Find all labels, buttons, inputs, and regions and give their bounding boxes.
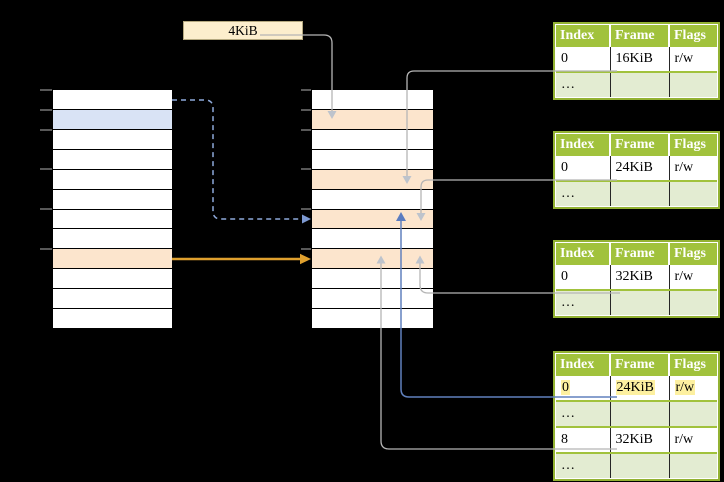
- col-header-frame: Frame: [609, 25, 669, 47]
- col-header-frame: Frame: [609, 243, 669, 265]
- col-header-index: Index: [556, 243, 610, 265]
- cell-flags: r/w: [668, 265, 717, 290]
- memory-row: [312, 129, 433, 150]
- cell-flags: r/w: [668, 47, 717, 72]
- cell-frame: [609, 400, 669, 427]
- cell-index: …: [556, 452, 610, 478]
- frame-row-orange: [312, 249, 433, 270]
- col-header-flags: Flags: [668, 354, 717, 376]
- highlighted-value: r/w: [674, 380, 696, 395]
- cell-index: …: [556, 289, 610, 315]
- memory-row: [312, 229, 433, 250]
- virtual-memory-column: [53, 90, 172, 329]
- table-row: 0 24KiB r/w: [556, 156, 717, 181]
- cell-flags: [668, 289, 717, 315]
- memory-row: [53, 269, 172, 290]
- memory-row: [312, 90, 433, 110]
- table-header-row: Index Frame Flags: [556, 25, 717, 47]
- cell-flags: [668, 71, 717, 97]
- col-header-frame: Frame: [609, 134, 669, 156]
- virtual-page-row-orange: [53, 249, 172, 270]
- cell-frame: 24KiB: [609, 376, 669, 401]
- cell-frame: [609, 180, 669, 206]
- cell-frame: 16KiB: [609, 47, 669, 72]
- col-header-index: Index: [556, 134, 610, 156]
- memory-row: [312, 189, 433, 210]
- cell-frame: [609, 452, 669, 478]
- page-size-label: 4KiB: [183, 21, 303, 40]
- cell-frame: 24KiB: [609, 156, 669, 181]
- memory-row: [53, 90, 172, 110]
- cell-index: 0: [556, 47, 610, 72]
- cell-flags: r/w: [668, 376, 717, 401]
- table-row: 0 16KiB r/w: [556, 47, 717, 72]
- table-header-row: Index Frame Flags: [556, 243, 717, 265]
- memory-row: [53, 189, 172, 210]
- cell-index: …: [556, 180, 610, 206]
- col-header-flags: Flags: [668, 25, 717, 47]
- memory-row: [312, 289, 433, 310]
- page-table-4: Index Frame Flags 0 24KiB r/w … 8: [553, 351, 720, 481]
- cell-index: …: [556, 71, 610, 97]
- cell-flags: r/w: [668, 156, 717, 181]
- col-header-index: Index: [556, 25, 610, 47]
- table-row-ellipsis: …: [556, 180, 717, 206]
- page-table-1: Index Frame Flags 0 16KiB r/w …: [553, 22, 720, 100]
- cell-flags: [668, 400, 717, 427]
- page-table-3: Index Frame Flags 0 32KiB r/w …: [553, 240, 720, 318]
- table-row-ellipsis: …: [556, 71, 717, 97]
- highlighted-value: 24KiB: [615, 380, 655, 395]
- frame-row-orange: [312, 209, 433, 230]
- memory-row: [312, 269, 433, 290]
- cell-index: 0: [556, 265, 610, 290]
- memory-row: [312, 309, 433, 329]
- cell-index: …: [556, 400, 610, 427]
- frame-row-orange: [312, 109, 433, 130]
- connector-virtual-page-dashed: [172, 99, 302, 220]
- frame-row-orange: [312, 169, 433, 190]
- table-header-row: Index Frame Flags: [556, 354, 717, 376]
- cell-frame: [609, 289, 669, 315]
- table-row: 0 32KiB r/w: [556, 265, 717, 290]
- cell-flags: [668, 452, 717, 478]
- memory-row: [53, 209, 172, 230]
- col-header-index: Index: [556, 354, 610, 376]
- page-size-text: 4KiB: [228, 22, 258, 38]
- col-header-flags: Flags: [668, 243, 717, 265]
- cell-flags: [668, 180, 717, 206]
- table-row-ellipsis: …: [556, 452, 717, 478]
- table-header-row: Index Frame Flags: [556, 134, 717, 156]
- table-row-ellipsis: …: [556, 400, 717, 427]
- cell-frame: 32KiB: [609, 426, 669, 453]
- virtual-page-row-blue: [53, 109, 172, 130]
- arrowhead-right-blue: [302, 214, 311, 224]
- memory-row: [312, 149, 433, 170]
- table-row: 8 32KiB r/w: [556, 426, 717, 453]
- cell-index: 0: [556, 156, 610, 181]
- highlighted-value: 0: [561, 380, 570, 395]
- cell-index: 8: [556, 426, 610, 453]
- memory-row: [53, 149, 172, 170]
- cell-index: 0: [556, 376, 610, 401]
- table-row-ellipsis: …: [556, 289, 717, 315]
- cell-frame: 32KiB: [609, 265, 669, 290]
- memory-row: [53, 229, 172, 250]
- arrowhead-right-gold: [300, 253, 311, 265]
- memory-row: [53, 129, 172, 150]
- cell-frame: [609, 71, 669, 97]
- memory-row: [53, 169, 172, 190]
- table-row-highlighted: 0 24KiB r/w: [556, 376, 717, 401]
- col-header-frame: Frame: [609, 354, 669, 376]
- memory-row: [53, 309, 172, 329]
- page-table-2: Index Frame Flags 0 24KiB r/w …: [553, 131, 720, 209]
- cell-flags: r/w: [668, 426, 717, 453]
- memory-row: [53, 289, 172, 310]
- col-header-flags: Flags: [668, 134, 717, 156]
- physical-memory-column: [312, 90, 433, 329]
